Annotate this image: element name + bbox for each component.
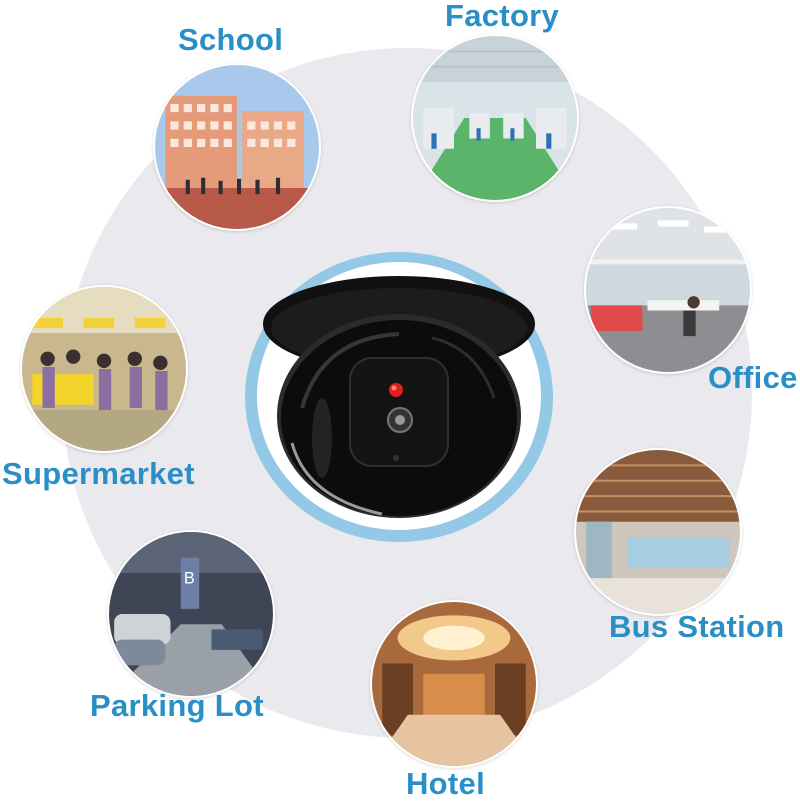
label-parking-lot: Parking Lot xyxy=(90,688,264,723)
supermarket-photo xyxy=(20,285,188,453)
dome-camera-icon xyxy=(263,276,535,518)
led-indicator xyxy=(389,383,403,397)
parking-lot-photo: B xyxy=(107,530,275,698)
hotel-photo xyxy=(370,600,538,768)
label-supermarket: Supermarket xyxy=(2,456,195,491)
svg-text:B: B xyxy=(184,569,195,587)
bus-station-photo xyxy=(574,448,742,616)
label-office: Office xyxy=(708,360,798,395)
school-photo xyxy=(153,63,321,231)
label-school: School xyxy=(178,22,284,57)
office-photo xyxy=(584,206,752,374)
factory-photo xyxy=(411,34,579,202)
label-hotel: Hotel xyxy=(406,766,485,801)
label-factory: Factory xyxy=(445,0,560,33)
label-bus-station: Bus Station xyxy=(609,609,785,644)
